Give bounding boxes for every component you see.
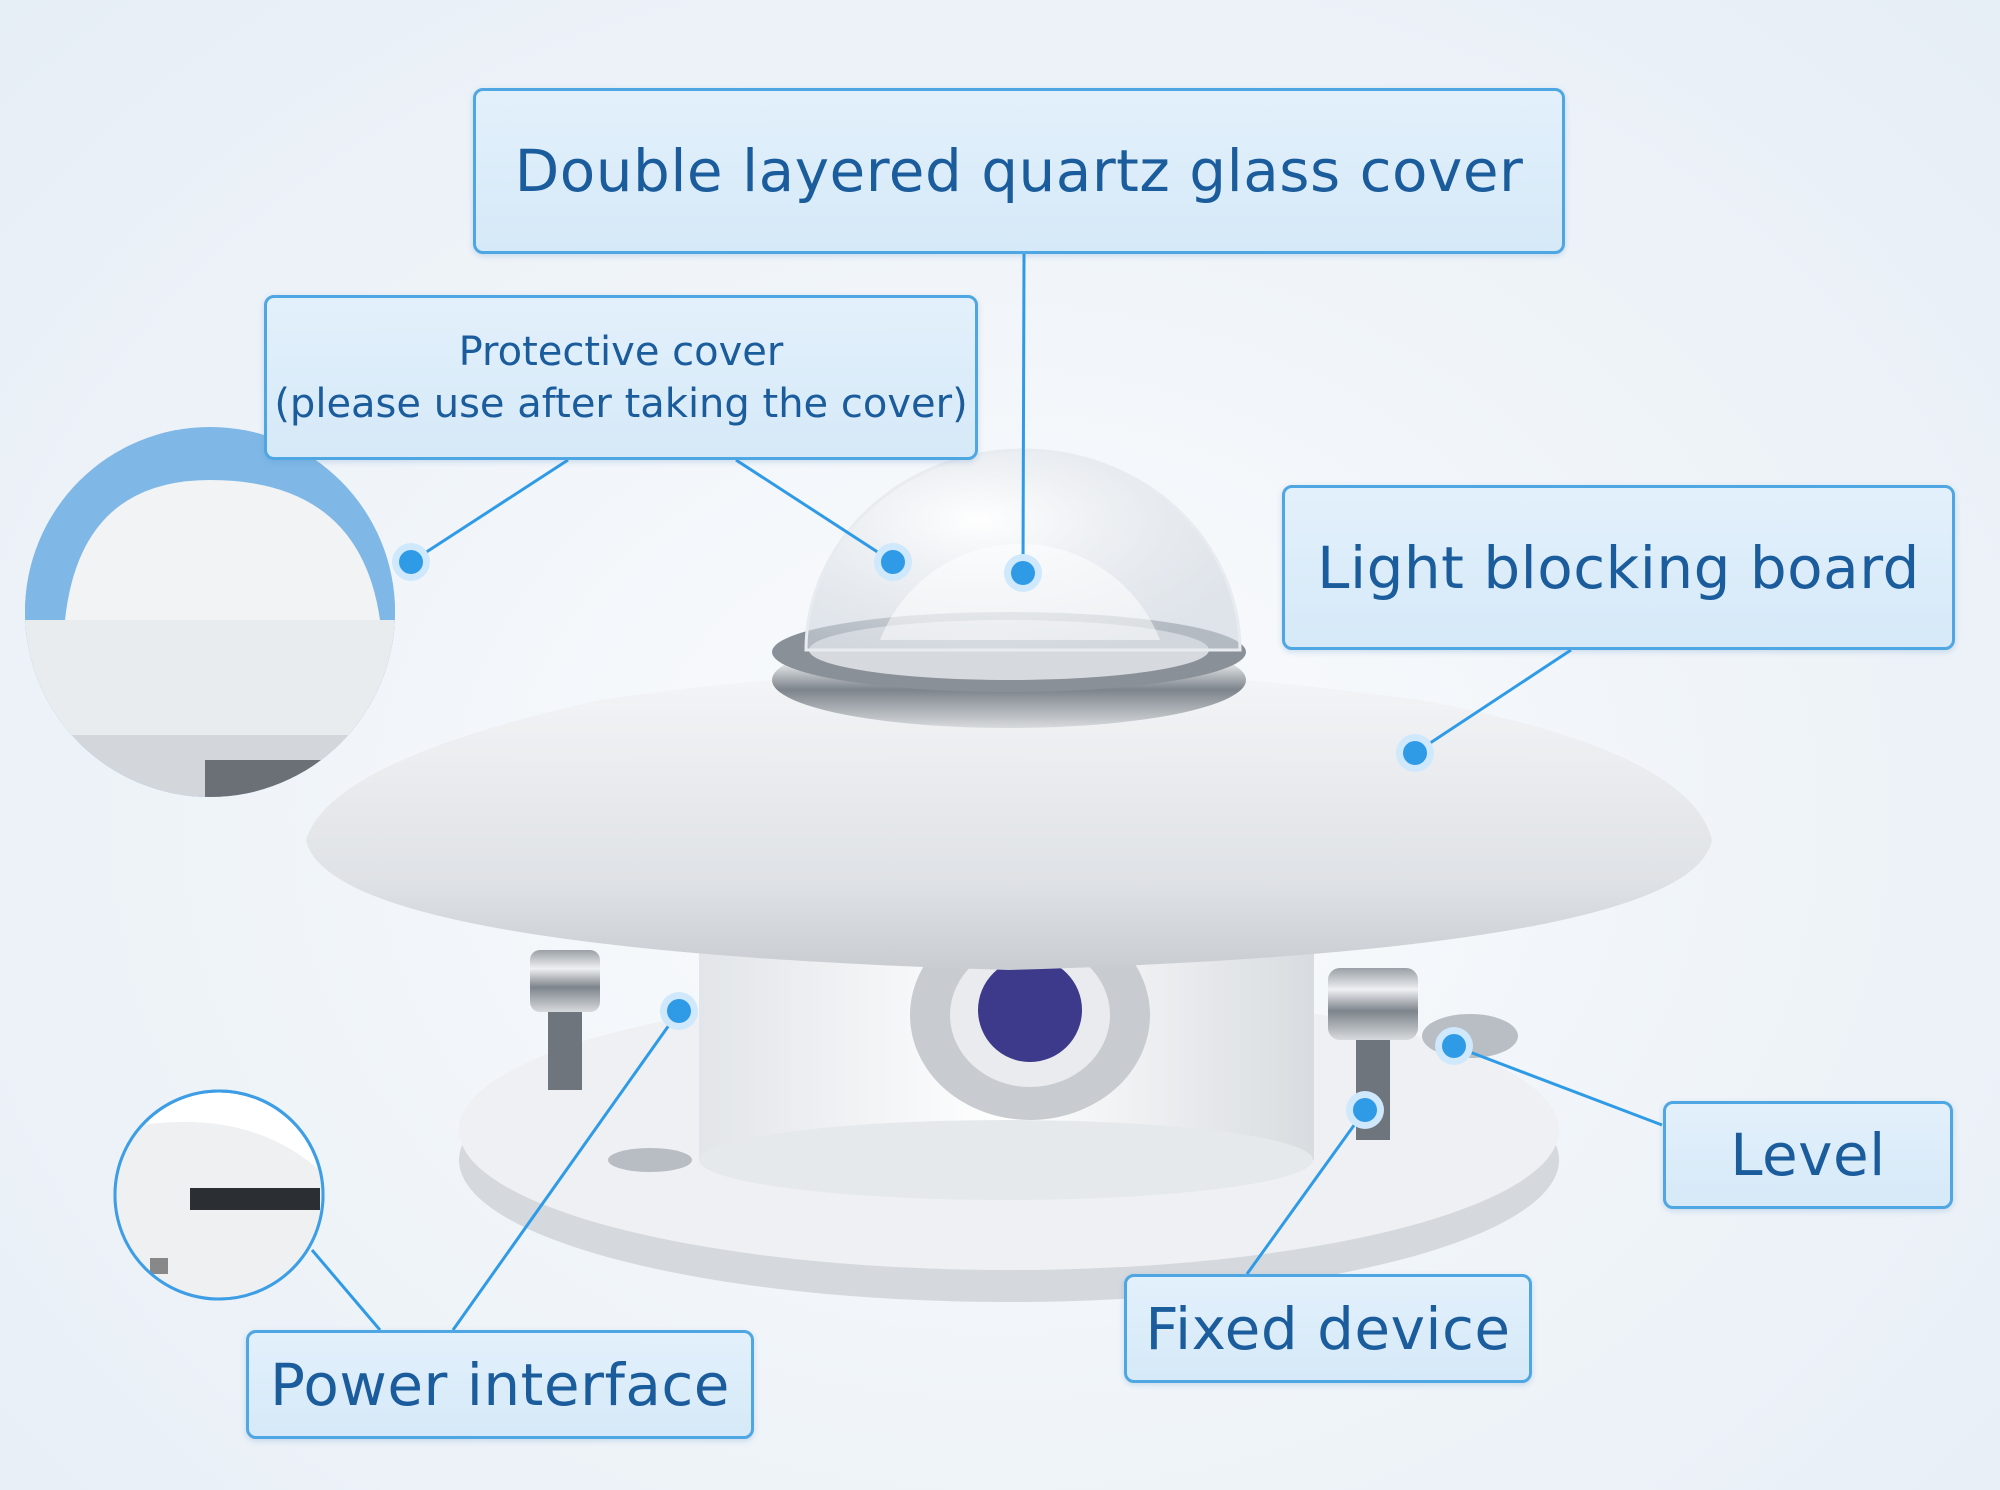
light-blocking-board [306, 670, 1712, 970]
dot-level [1435, 1027, 1473, 1065]
leader-lines [310, 253, 1663, 1331]
label-fixed-device: Fixed device [1124, 1274, 1532, 1383]
dot-power [660, 992, 698, 1030]
label-power-interface: Power interface [246, 1330, 754, 1439]
dot-light-blocking [1396, 734, 1434, 772]
dot-protective-dome [874, 543, 912, 581]
dot-fixed [1346, 1091, 1384, 1129]
label-text: Double layered quartz glass cover [514, 137, 1524, 205]
label-quartz-glass-cover: Double layered quartz glass cover [473, 88, 1565, 254]
dot-protective-inset [392, 543, 430, 581]
label-text: Power interface [270, 1350, 730, 1419]
dot-quartz [1004, 554, 1042, 592]
label-text: Fixed device [1145, 1294, 1511, 1363]
callout-dots [392, 543, 1473, 1129]
label-light-blocking-board: Light blocking board [1282, 485, 1955, 650]
fixing-screw-left [530, 950, 600, 1090]
label-text-line2: (please use after taking the cover) [274, 380, 968, 427]
power-interface-inset [113, 1089, 325, 1301]
label-level: Level [1663, 1101, 1953, 1209]
label-text-line1: Protective cover [458, 328, 784, 375]
label-text: Level [1730, 1121, 1886, 1189]
label-text: Light blocking board [1317, 533, 1920, 602]
label-protective-cover: Protective cover (please use after takin… [264, 295, 978, 460]
protective-cover-inset [25, 427, 395, 797]
sensor-window-icon [978, 958, 1082, 1062]
